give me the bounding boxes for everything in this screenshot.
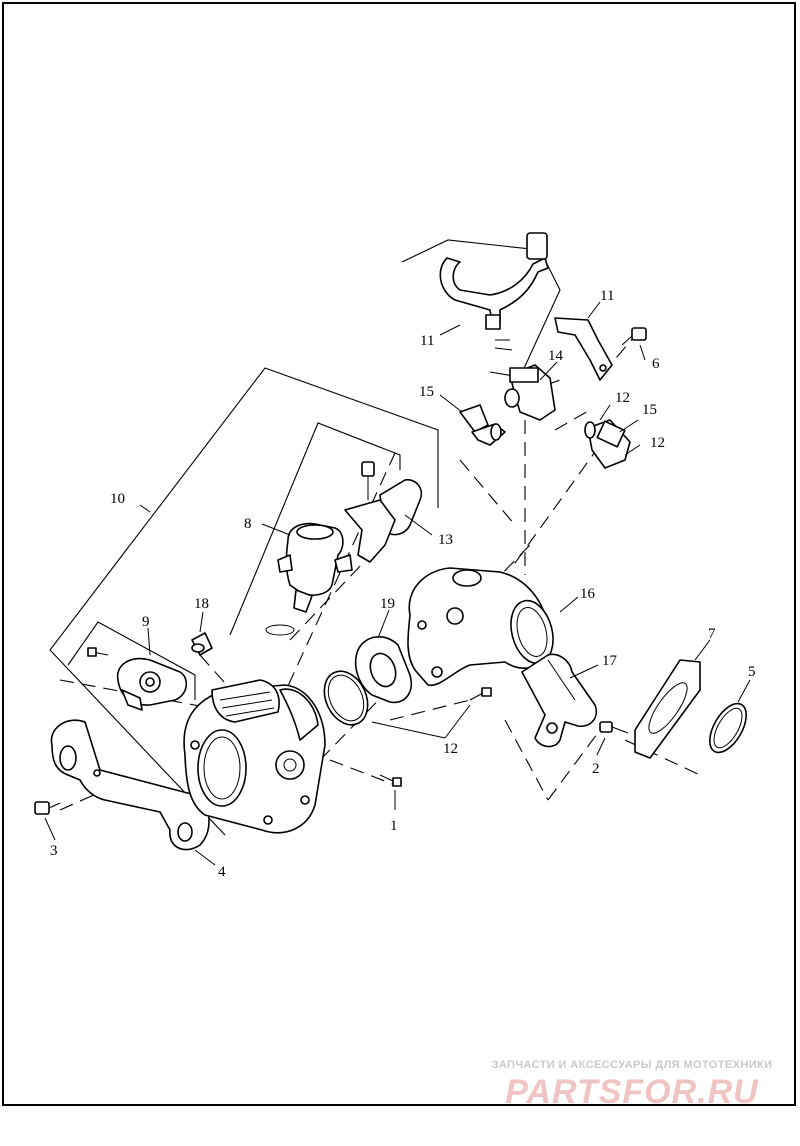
gasket-part-19 — [354, 636, 412, 704]
callout-9: 9 — [142, 614, 150, 630]
injector-part-15-left — [459, 404, 506, 446]
callout-12-right: 12 — [650, 435, 665, 451]
screw-part-12-lower — [469, 687, 492, 701]
callout-1: 1 — [390, 818, 398, 834]
callout-15-right: 15 — [642, 402, 657, 418]
throttle-body — [183, 679, 326, 834]
watermark: ЗАПЧАСТИ И АКСЕССУАРЫ ДЛЯ МОТОТЕХНИКИ PA… — [482, 1059, 782, 1112]
bracket-part-13 — [344, 461, 423, 563]
bracket-part-11 — [554, 317, 613, 381]
gasket-plate-part-7 — [634, 659, 701, 759]
seal-ring-part-5 — [709, 702, 747, 754]
group-outline-11 — [401, 239, 561, 378]
screw-part-6 — [621, 327, 647, 346]
fuel-connector-part-14 — [504, 364, 556, 421]
callout-10: 10 — [110, 491, 125, 507]
callout-14: 14 — [548, 348, 564, 364]
screw-part-3 — [34, 801, 61, 815]
callout-17: 17 — [602, 653, 618, 669]
callout-5: 5 — [748, 664, 756, 680]
callout-11-bracket: 11 — [600, 288, 614, 304]
intake-manifold-part-16 — [407, 567, 554, 687]
diagram-border — [2, 2, 796, 1106]
callout-4: 4 — [218, 864, 226, 880]
watermark-logo: PARTSFOR.RU — [505, 1073, 759, 1111]
callout-12-lower: 12 — [443, 741, 458, 757]
callout-13: 13 — [438, 532, 453, 548]
callout-3: 3 — [50, 843, 58, 859]
callout-6: 6 — [652, 356, 660, 372]
screw-part-2 — [599, 721, 629, 734]
sleeve-part-18 — [191, 632, 213, 656]
throttle-position-sensor-part-9 — [87, 647, 188, 711]
injector-part-15-right — [584, 419, 631, 469]
callout-15-left: 15 — [419, 384, 434, 400]
callout-12-upper: 12 — [615, 390, 630, 406]
screw-part-1 — [379, 774, 402, 787]
callout-2: 2 — [592, 761, 600, 777]
callout-7: 7 — [708, 626, 716, 642]
group-outline-9 — [67, 621, 196, 700]
fuel-line-part-11 — [439, 232, 549, 351]
group-outline-10 — [49, 367, 439, 836]
bracket-part-4 — [50, 719, 210, 851]
map-sensor-part-17 — [521, 653, 597, 748]
o-ring — [323, 670, 369, 726]
callout-18: 18 — [194, 596, 209, 612]
watermark-tagline: ЗАПЧАСТИ И АКСЕССУАРЫ ДЛЯ МОТОТЕХНИКИ — [491, 1059, 773, 1071]
callout-16: 16 — [580, 586, 596, 602]
callout-19: 19 — [380, 596, 395, 612]
idle-air-control-part-8 — [265, 522, 353, 636]
callout-11-hose: 11 — [420, 333, 434, 349]
callout-8: 8 — [244, 516, 252, 532]
